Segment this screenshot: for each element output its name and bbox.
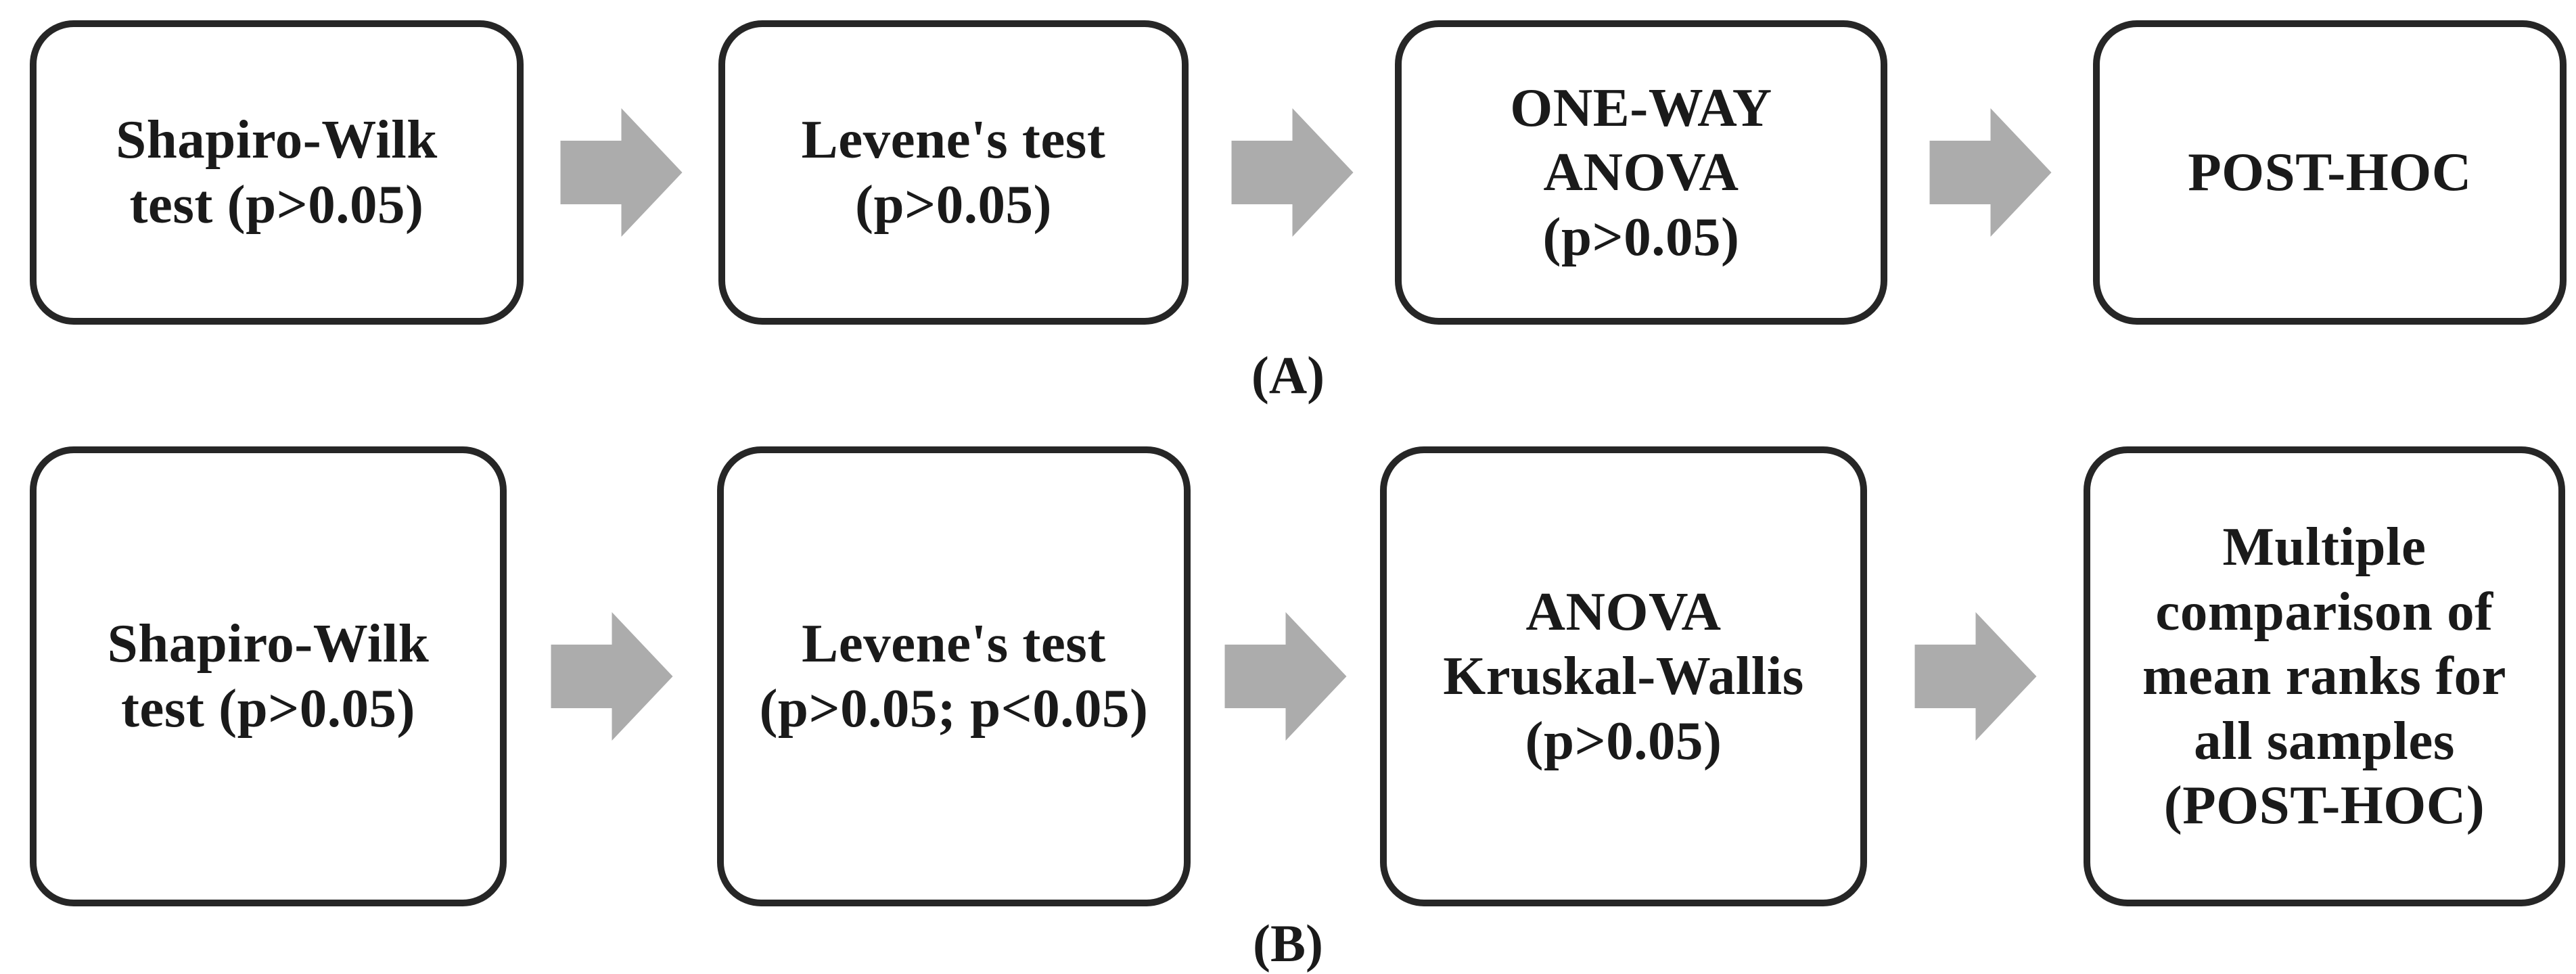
arrow-right-icon (1231, 108, 1354, 237)
flow-step-shapiro-wilk-a: Shapiro-Wilk test (p>0.05) (30, 20, 524, 325)
arrow-right-icon (560, 108, 683, 237)
flow-step-multiple-comparison-b: Multiple comparison of mean ranks for al… (2084, 446, 2565, 906)
arrow-right-shape (1914, 612, 2037, 741)
arrow-right-icon (551, 612, 673, 741)
flow-step-anova-kruskal-wallis-b: ANOVA Kruskal-Wallis (p>0.05) (1380, 446, 1867, 906)
arrow-right-shape (1224, 612, 1347, 741)
flow-step-label: ONE-WAY ANOVA (p>0.05) (1510, 76, 1772, 267)
flow-step-label: POST-HOC (2188, 141, 2472, 203)
flow-step-levene-a: Levene's test (p>0.05) (718, 20, 1189, 325)
arrow-right-shape (1231, 108, 1354, 237)
arrow-right-icon (1929, 108, 2052, 237)
flow-step-shapiro-wilk-b: Shapiro-Wilk test (p>0.05) (30, 446, 507, 906)
flow-step-label: ANOVA Kruskal-Wallis (p>0.05) (1443, 580, 1804, 771)
flow-step-label: Levene's test (p>0.05) (801, 109, 1106, 235)
panel-label-b: (B) (1253, 914, 1323, 973)
flow-step-label: Multiple comparison of mean ranks for al… (2142, 516, 2506, 836)
flow-step-post-hoc-a: POST-HOC (2093, 20, 2567, 325)
arrow-right-icon (1914, 612, 2037, 741)
arrow-right-shape (1929, 108, 2052, 237)
panel-label-a: (A) (1251, 346, 1325, 404)
flow-step-levene-b: Levene's test (p>0.05; p<0.05) (717, 446, 1191, 906)
arrow-right-shape (560, 108, 683, 237)
flow-step-label: Levene's test (p>0.05; p<0.05) (759, 613, 1149, 739)
flow-step-one-way-anova-a: ONE-WAY ANOVA (p>0.05) (1395, 20, 1887, 325)
flow-step-label: Shapiro-Wilk test (p>0.05) (107, 613, 430, 739)
arrow-right-icon (1224, 612, 1347, 741)
flow-step-label: Shapiro-Wilk test (p>0.05) (116, 109, 438, 235)
arrow-right-shape (551, 612, 673, 741)
